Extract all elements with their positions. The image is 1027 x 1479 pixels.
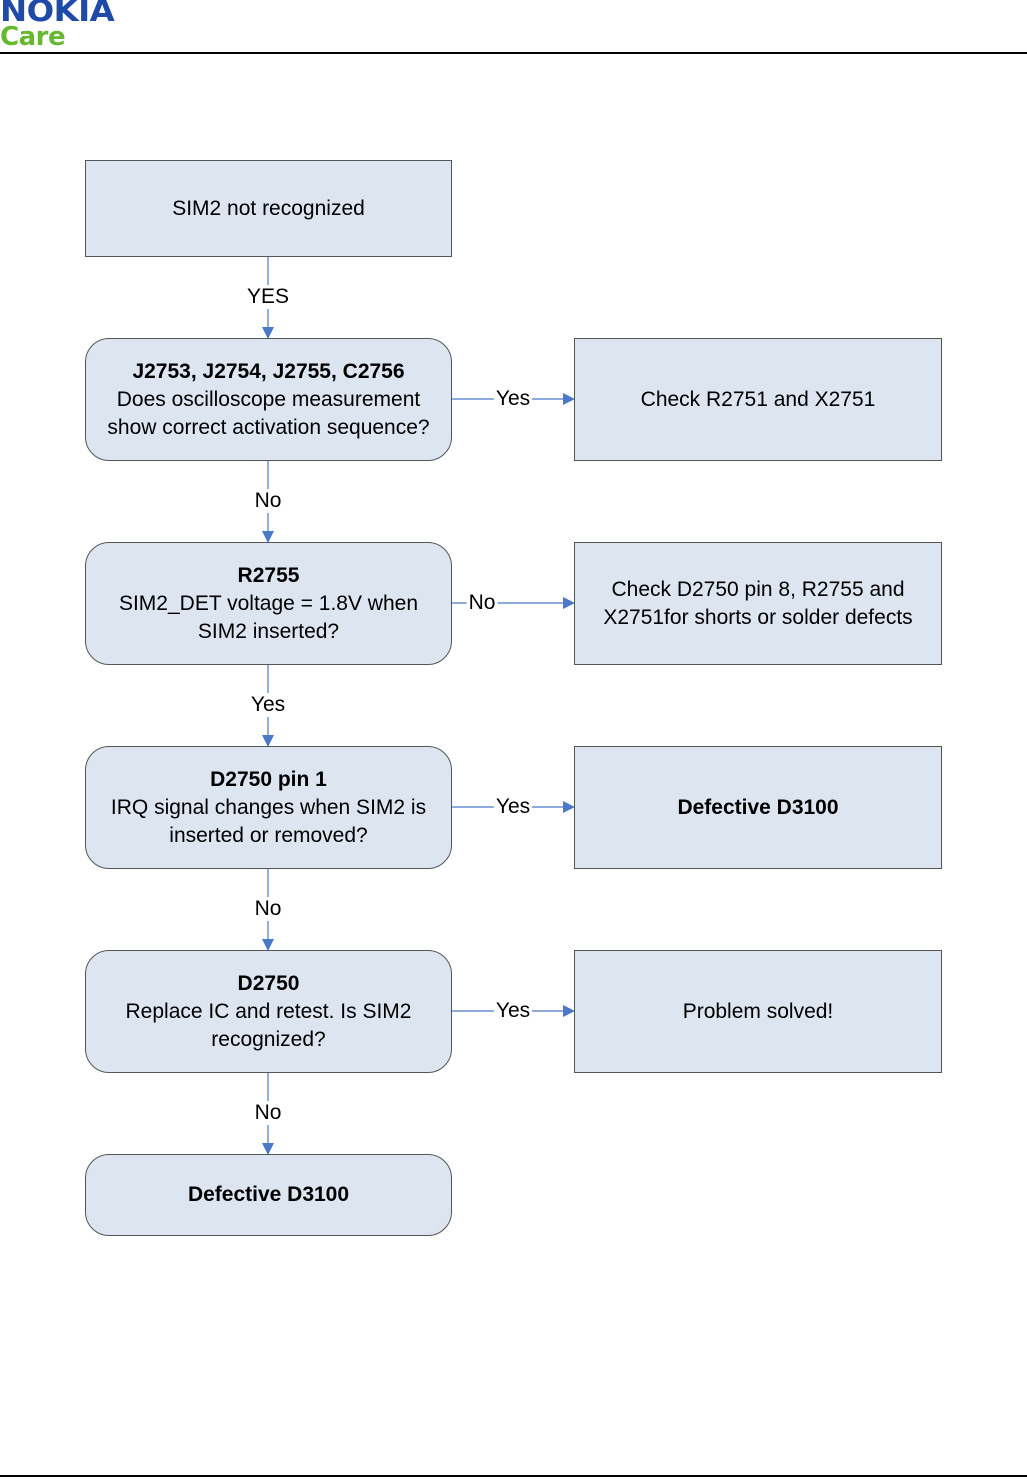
node-end: Defective D3100 [85,1154,452,1236]
edge-label-q2-q3: Yes [248,693,288,717]
node-question-2: R2755 SIM2_DET voltage = 1.8V when SIM2 … [85,542,452,665]
edge-label-q2-r2: No [466,591,498,615]
node-end-text: Defective D3100 [187,1183,350,1206]
care-logo-text: Care [0,22,66,52]
node-question-2-line2: SIM2 inserted? [197,619,340,643]
node-start: SIM2 not recognized [85,160,452,257]
edge-label-q4-r4: Yes [493,999,533,1023]
node-result-2: Check D2750 pin 8, R2755 and X2751for sh… [574,542,942,665]
node-question-4: D2750 Replace IC and retest. Is SIM2 rec… [85,950,452,1073]
node-question-1: J2753, J2754, J2755, C2756 Does oscillos… [85,338,452,461]
node-result-3: Defective D3100 [574,746,942,869]
edge-label-q3-q4: No [252,897,284,921]
edge-label-q1-r1: Yes [493,387,533,411]
node-question-1-title: J2753, J2754, J2755, C2756 [132,359,405,383]
node-result-3-text: Defective D3100 [677,795,839,819]
node-question-4-line2: recognized? [211,1027,326,1051]
node-question-4-title: D2750 [237,971,300,995]
node-question-2-line1: SIM2_DET voltage = 1.8V when [118,591,419,615]
node-question-1-line1: Does oscilloscope measurement [116,387,421,411]
node-question-3-line2: inserted or removed? [169,823,368,847]
node-result-4: Problem solved! [574,950,942,1073]
edge-label-start-q1: YES [244,285,292,309]
node-question-1-line2: show correct activation sequence? [107,415,430,439]
node-question-3-title: D2750 pin 1 [210,767,327,791]
node-result-4-text: Problem solved! [682,999,834,1023]
node-result-2-line1: Check D2750 pin 8, R2755 and [611,577,905,601]
node-question-4-line1: Replace IC and retest. Is SIM2 [125,999,412,1023]
node-question-2-title: R2755 [237,563,300,587]
edge-label-q4-end: No [252,1101,284,1125]
node-start-text: SIM2 not recognized [172,196,365,220]
edge-label-q3-r3: Yes [493,795,533,819]
node-result-1-text: Check R2751 and X2751 [640,387,876,411]
footer-divider [0,1475,1027,1477]
node-question-3-line1: IRQ signal changes when SIM2 is [110,795,427,819]
node-question-3: D2750 pin 1 IRQ signal changes when SIM2… [85,746,452,869]
edge-label-q1-q2: No [252,489,284,513]
node-result-1: Check R2751 and X2751 [574,338,942,461]
nokia-logo-text: NOKIA [0,0,115,29]
node-result-2-line2: X2751for shorts or solder defects [603,605,913,629]
header-divider [0,52,1027,54]
